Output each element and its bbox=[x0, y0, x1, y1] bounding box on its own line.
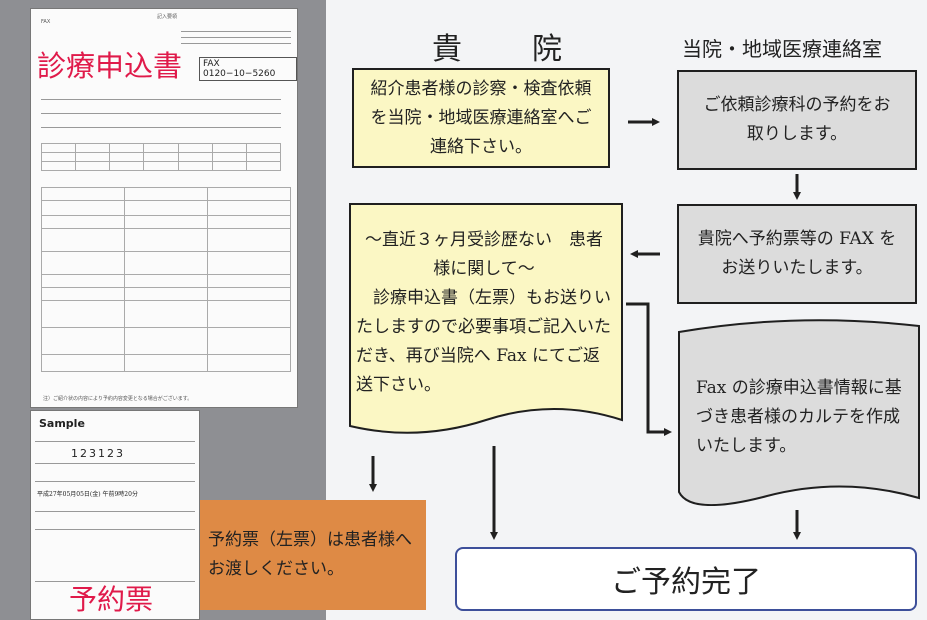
form-fax-number: FAX 0120−10−5260 bbox=[199, 57, 297, 81]
box-make-reservation: ご依頼診療科の予約をお取りします。 bbox=[677, 70, 917, 170]
heading-your-clinic: 貴 院 bbox=[432, 32, 582, 67]
reservation-slip-image: Sample 123123 平成27年05月05日(金) 午前9時20分 予約票 bbox=[30, 410, 200, 620]
box-reservation-complete: ご予約完了 bbox=[455, 547, 917, 611]
box-hand-over: 予約票（左票）は患者様へお渡しください。 bbox=[200, 500, 426, 610]
application-form-image: FAX 記入要領 診療申込書 FAX 0120−10−5260 注）ご紹介状の内… bbox=[30, 8, 298, 408]
box-send-fax: 貴院へ予約票等の FAX をお送りいたします。 bbox=[677, 204, 917, 304]
form-fax-label: FAX bbox=[41, 19, 51, 25]
form-dept-grid bbox=[40, 143, 282, 171]
reservation-slip-title: 予約票 bbox=[69, 583, 154, 616]
application-form-title: 診療申込書 bbox=[37, 49, 183, 83]
form-guide-title: 記入要領 bbox=[157, 14, 178, 20]
heading-our-hospital: 当院・地域医療連絡室 bbox=[682, 37, 882, 61]
box-contact-request: 紹介患者様の診察・検査依頼を当院・地域医療連絡室へご連絡下さい。 bbox=[352, 68, 610, 168]
document-shape-chart bbox=[678, 319, 920, 506]
forms-panel: FAX 記入要領 診療申込書 FAX 0120−10−5260 注）ご紹介状の内… bbox=[0, 0, 326, 620]
sample-label: Sample bbox=[39, 417, 85, 430]
arrow-elbow-1 bbox=[626, 302, 672, 436]
chart-text: Fax の診療申込書情報に基づき患者様のカルテを作成いたします。 bbox=[696, 378, 902, 456]
no-history-title: 〜直近３ヶ月受診歴ない 患者様に関して〜 bbox=[365, 230, 603, 279]
no-history-body: 診療申込書（左票）もお送りいたしますので必要事項ご記入いただき、再び当院へ Fa… bbox=[356, 288, 611, 395]
form-patient-grid bbox=[41, 187, 291, 372]
sample-number: 123123 bbox=[71, 447, 125, 460]
sample-date: 平成27年05月05日(金) 午前9時20分 bbox=[37, 491, 138, 498]
form-notes: 注）ご紹介状の内容により予約内容変更となる場合がございます。 bbox=[43, 396, 193, 402]
document-shape-no-history bbox=[349, 203, 623, 434]
